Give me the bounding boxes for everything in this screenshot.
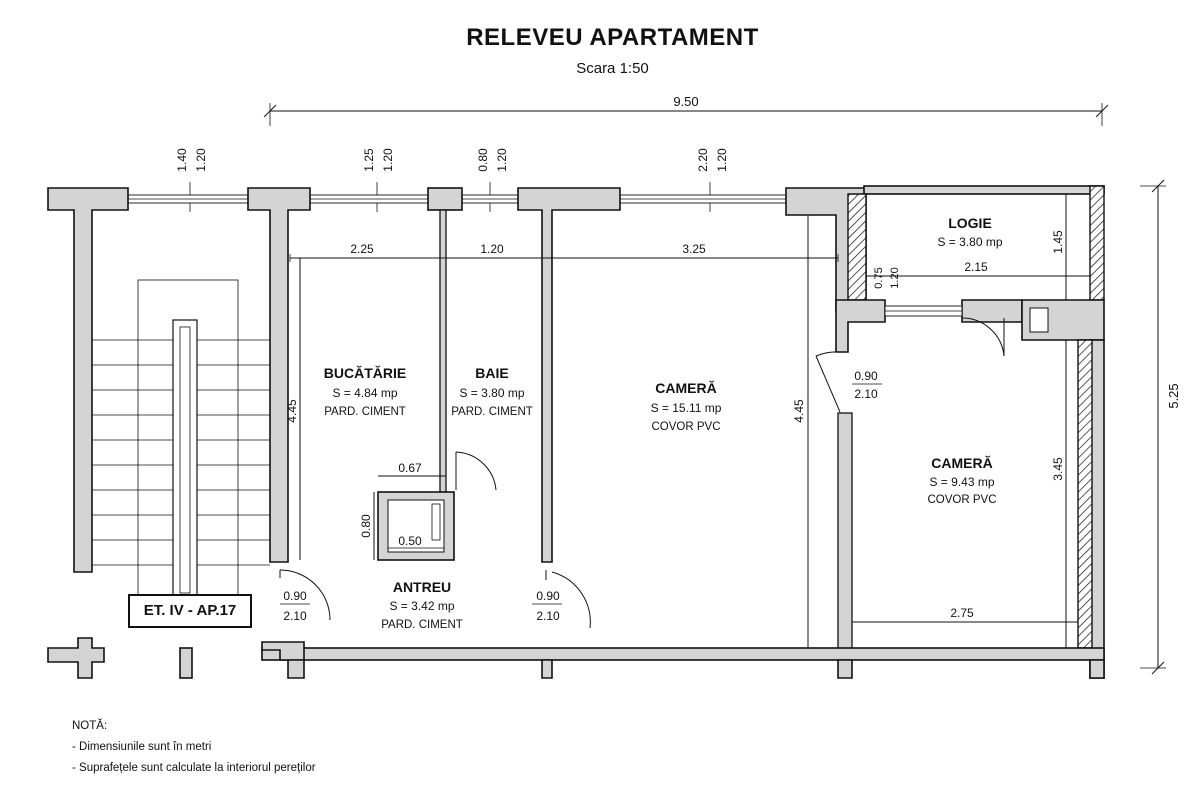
- svg-text:1.45: 1.45: [1051, 230, 1065, 254]
- svg-text:0.67: 0.67: [398, 461, 422, 475]
- room-floor: COVOR PVC: [927, 494, 996, 506]
- room-camera-mare: CAMERĂ S = 15.11 mp COVOR PVC: [651, 380, 722, 433]
- plan-scale: Scara 1:50: [576, 60, 649, 77]
- room-floor: PARD. CIMENT: [381, 619, 463, 631]
- staircase: [92, 279, 270, 601]
- svg-text:0.90: 0.90: [536, 589, 560, 603]
- svg-text:2.10: 2.10: [854, 387, 878, 401]
- room-floor: PARD. CIMENT: [451, 406, 533, 418]
- svg-text:0.80: 0.80: [476, 148, 490, 172]
- svg-text:1.20: 1.20: [381, 148, 395, 172]
- notes-line: - Dimensiunile sunt în metri: [72, 741, 212, 753]
- svg-text:1.40: 1.40: [175, 148, 189, 172]
- notes-heading: NOTĂ:: [72, 720, 108, 732]
- svg-text:2.25: 2.25: [350, 242, 374, 256]
- dim-label-total-height: 5.25: [1166, 383, 1181, 408]
- dim-label-total-width: 9.50: [673, 94, 698, 109]
- walls: [47, 185, 1105, 679]
- svg-text:4.45: 4.45: [285, 399, 299, 423]
- room-floor: COVOR PVC: [651, 421, 720, 433]
- svg-text:0.90: 0.90: [283, 589, 307, 603]
- room-area: S = 4.84 mp: [332, 386, 397, 400]
- svg-text:0.50: 0.50: [398, 534, 422, 548]
- interior-dimensions: 2.25 1.20 3.25 4.45 4.45 2.15 1.45 0.75 …: [285, 194, 1090, 648]
- dimension-total-height: 5.25: [1140, 179, 1181, 675]
- room-bucatarie: BUCĂTĂRIE S = 4.84 mp PARD. CIMENT: [324, 365, 406, 418]
- svg-text:0.80: 0.80: [359, 514, 373, 538]
- svg-text:2.75: 2.75: [950, 606, 974, 620]
- room-baie: BAIE S = 3.80 mp PARD. CIMENT: [451, 365, 533, 418]
- svg-text:0.90: 0.90: [854, 369, 878, 383]
- svg-text:3.45: 3.45: [1051, 457, 1065, 481]
- room-area: S = 3.80 mp: [459, 386, 524, 400]
- room-name: BAIE: [475, 365, 508, 381]
- room-area: S = 3.80 mp: [937, 235, 1002, 249]
- svg-text:2.10: 2.10: [283, 609, 307, 623]
- room-floor: PARD. CIMENT: [324, 406, 406, 418]
- room-area: S = 9.43 mp: [929, 475, 994, 489]
- room-antreu: ANTREU S = 3.42 mp PARD. CIMENT: [381, 579, 463, 631]
- door-labels: 0.90 2.10 0.90 2.10 0.90 2.10: [280, 369, 882, 623]
- room-area: S = 15.11 mp: [651, 401, 722, 415]
- svg-text:0.75: 0.75: [873, 267, 885, 288]
- svg-text:1.25: 1.25: [362, 148, 376, 172]
- notes: NOTĂ: - Dimensiunile sunt în metri - Sup…: [72, 716, 316, 779]
- svg-text:2.10: 2.10: [536, 609, 560, 623]
- room-area: S = 3.42 mp: [389, 599, 454, 613]
- svg-text:1.20: 1.20: [194, 148, 208, 172]
- svg-text:1.20: 1.20: [889, 267, 901, 288]
- apartment-label: ET. IV - AP.17: [128, 594, 252, 628]
- svg-text:4.45: 4.45: [792, 399, 806, 423]
- notes-line: - Suprafețele sunt calculate la interior…: [72, 762, 316, 774]
- room-camera-mica: CAMERĂ S = 9.43 mp COVOR PVC: [927, 455, 996, 506]
- room-name: BUCĂTĂRIE: [324, 365, 406, 381]
- room-name: LOGIE: [948, 215, 992, 231]
- doors: [279, 317, 1005, 629]
- svg-text:1.20: 1.20: [715, 148, 729, 172]
- plan-title: RELEVEU APARTAMENT: [466, 24, 759, 51]
- logie-window: [884, 305, 963, 317]
- svg-text:2.15: 2.15: [964, 260, 988, 274]
- dimension-total-width: 9.50: [263, 94, 1109, 126]
- svg-text:1.20: 1.20: [480, 242, 504, 256]
- room-logie: LOGIE S = 3.80 mp: [937, 215, 1002, 249]
- svg-text:1.20: 1.20: [495, 148, 509, 172]
- svg-text:3.25: 3.25: [682, 242, 706, 256]
- room-name: CAMERĂ: [931, 455, 992, 471]
- room-name: ANTREU: [393, 579, 451, 595]
- svg-text:2.20: 2.20: [696, 148, 710, 172]
- room-name: CAMERĂ: [655, 380, 716, 396]
